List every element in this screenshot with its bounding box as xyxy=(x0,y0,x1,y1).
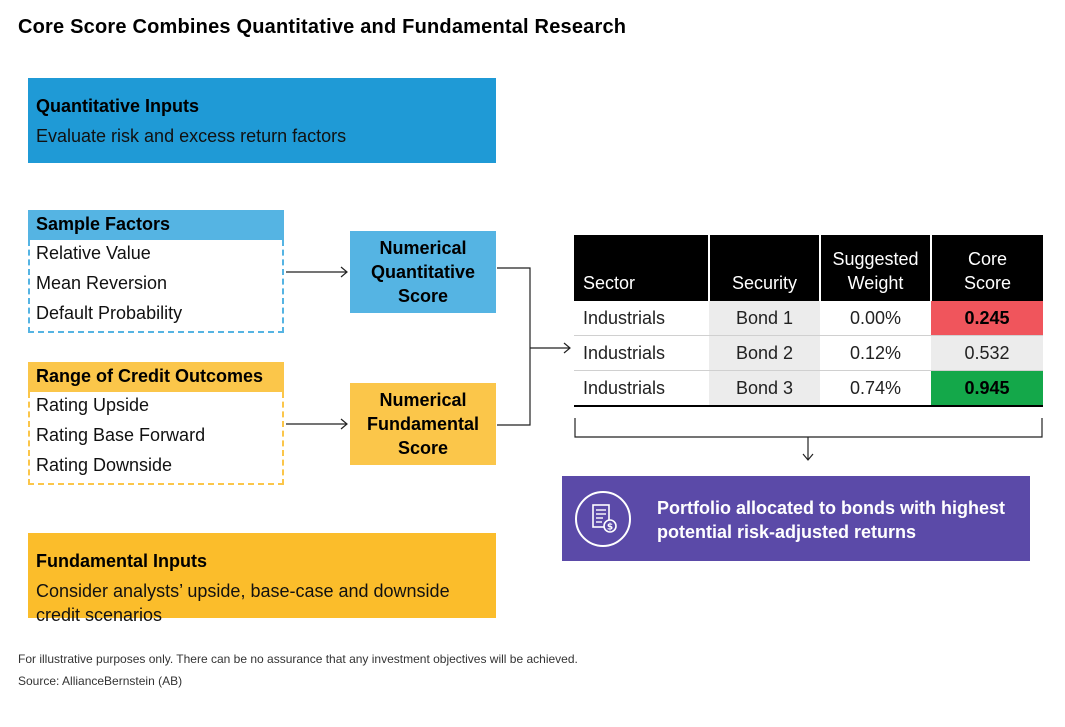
portfolio-text: Portfolio allocated to bonds with highes… xyxy=(657,498,1005,542)
document-dollar-icon: $ xyxy=(575,491,631,547)
table-row: Industrials Bond 2 0.12% 0.532 xyxy=(574,335,1043,371)
portfolio-box: $ Portfolio allocated to bonds with high… xyxy=(562,476,1030,561)
credit-outcome-item: Rating Base Forward xyxy=(36,425,206,445)
footnote: For illustrative purposes only. There ca… xyxy=(18,652,578,666)
fundamental-inputs-title: Fundamental Inputs xyxy=(36,551,207,571)
merge-bracket xyxy=(497,267,531,426)
cell-core-score: 0.532 xyxy=(931,335,1043,371)
arrow-down-head xyxy=(802,453,814,461)
cell-weight: 0.12% xyxy=(820,335,931,371)
cell-core-score: 0.245 xyxy=(931,301,1043,336)
source-note: Source: AllianceBernstein (AB) xyxy=(18,674,183,688)
sample-factor-item: Relative Value xyxy=(36,243,151,263)
cell-core-score: 0.945 xyxy=(931,370,1043,407)
cell-security: Bond 3 xyxy=(709,370,820,407)
table-row: Industrials Bond 1 0.00% 0.245 xyxy=(574,301,1043,336)
table-row: Industrials Bond 3 0.74% 0.945 xyxy=(574,370,1043,407)
quantitative-score-box: Numerical Quantitative Score xyxy=(350,231,496,313)
fundamental-inputs-subtitle: Consider analysts’ upside, base-case and… xyxy=(36,581,450,625)
arrow-table-head xyxy=(563,342,571,354)
sample-factor-item: Default Probability xyxy=(36,303,183,323)
cell-sector: Industrials xyxy=(574,370,709,407)
credit-outcome-item: Rating Upside xyxy=(36,395,150,415)
page-title: Core Score Combines Quantitative and Fun… xyxy=(18,16,627,38)
cell-weight: 0.74% xyxy=(820,370,931,407)
quantitative-inputs-title: Quantitative Inputs xyxy=(36,96,200,116)
sample-factor-item: Mean Reversion xyxy=(36,273,168,293)
arrow-fund-head xyxy=(340,418,348,430)
header-sector: Sector xyxy=(574,235,710,301)
quantitative-score-label: Numerical Quantitative Score xyxy=(370,238,476,306)
core-score-table: Sector Security Suggested Weight Core Sc… xyxy=(574,235,1043,407)
svg-text:$: $ xyxy=(607,523,613,533)
fundamental-inputs-box: Fundamental Inputs Consider analysts’ up… xyxy=(28,533,496,625)
header-core-score: Core Score xyxy=(931,235,1043,301)
cell-security: Bond 1 xyxy=(709,301,820,336)
fundamental-score-box: Numerical Fundamental Score xyxy=(350,383,496,465)
arrow-quant-head xyxy=(340,266,348,278)
quantitative-inputs-box: Quantitative Inputs Evaluate risk and ex… xyxy=(28,78,496,163)
cell-sector: Industrials xyxy=(574,335,709,371)
cell-sector: Industrials xyxy=(574,301,709,336)
quantitative-inputs-subtitle: Evaluate risk and excess return factors xyxy=(36,126,347,146)
credit-outcomes-title: Range of Credit Outcomes xyxy=(28,362,284,392)
header-security: Security xyxy=(709,235,821,301)
sample-factors-title: Sample Factors xyxy=(28,210,284,240)
credit-outcome-item: Rating Downside xyxy=(36,455,173,475)
cell-weight: 0.00% xyxy=(820,301,931,336)
cell-security: Bond 2 xyxy=(709,335,820,371)
fundamental-score-label: Numerical Fundamental Score xyxy=(366,390,479,458)
credit-outcomes-list: Rating Upside Rating Base Forward Rating… xyxy=(28,392,284,485)
header-suggested-weight: Suggested Weight xyxy=(820,235,932,301)
table-bottom-bracket xyxy=(574,418,1043,438)
sample-factors-list: Relative Value Mean Reversion Default Pr… xyxy=(28,240,284,333)
